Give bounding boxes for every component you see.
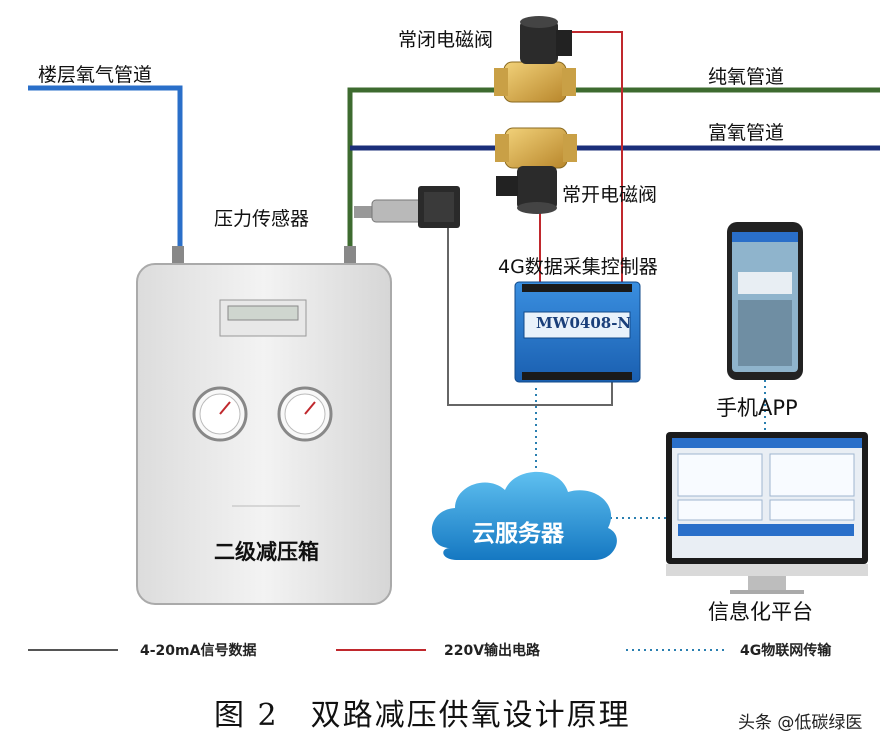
cloud-server [431, 471, 617, 560]
label-pure-oxygen-pipe: 纯氧管道 [708, 66, 785, 88]
normally-closed-valve [494, 16, 576, 103]
label-controller: 4G数据采集控制器 [498, 256, 658, 278]
pure-oxygen-pipe [347, 87, 880, 246]
phone-device [727, 222, 803, 380]
label-pressure-sensor: 压力传感器 [214, 208, 310, 230]
label-cloud-server: 云服务器 [472, 521, 564, 547]
watermark: 头条 @低碳绿医 [738, 713, 863, 733]
label-normally-open-valve: 常开电磁阀 [562, 184, 658, 206]
label-controller-model: MW0408-N [536, 314, 632, 332]
floor-oxygen-pipe [28, 85, 183, 246]
label-phone-app: 手机APP [716, 396, 798, 420]
legend-label-power: 220V输出电路 [444, 643, 541, 659]
pressure-sensor [354, 186, 460, 228]
normally-open-valve [495, 127, 577, 214]
label-normally-closed-valve: 常闭电磁阀 [398, 29, 494, 51]
legend-label-signal: 4-20mA信号数据 [140, 643, 257, 659]
figure-caption: 图 2 双路减压供氧设计原理 [214, 698, 631, 733]
power-circuit-lines [539, 31, 623, 292]
controller-device [514, 281, 641, 383]
decompression-box [136, 246, 392, 605]
iot-transmission-lines [535, 380, 766, 519]
info-platform-monitor [666, 432, 868, 594]
label-floor-oxygen-pipe: 楼层氧气管道 [38, 64, 153, 86]
legend-label-iot: 4G物联网传输 [740, 643, 832, 659]
signal-data-line [447, 228, 613, 406]
label-rich-oxygen-pipe: 富氧管道 [708, 122, 785, 144]
label-info-platform: 信息化平台 [708, 600, 813, 624]
label-decompression-box: 二级减压箱 [214, 540, 319, 564]
